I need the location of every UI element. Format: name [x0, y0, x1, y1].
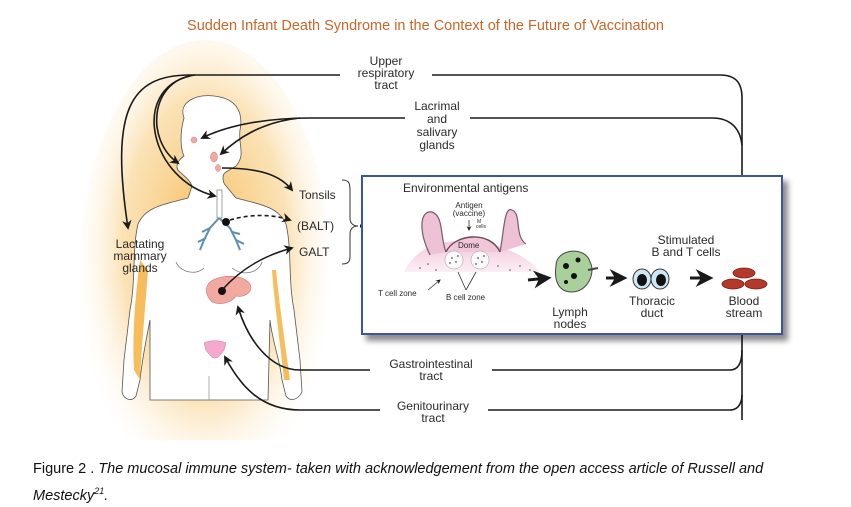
- svg-text:Genitourinary: Genitourinary: [397, 399, 469, 413]
- loop-lacrimal-right: [470, 117, 743, 146]
- svg-text:Thoracic: Thoracic: [629, 294, 675, 308]
- arrow-gu-to-uterus: [224, 355, 380, 411]
- svg-text:Gastrointestinal: Gastrointestinal: [389, 357, 472, 371]
- tonsil: [215, 164, 221, 172]
- loop-gi-right: [492, 349, 743, 371]
- thoracic-duct-label: Thoracic duct: [629, 294, 675, 320]
- svg-text:Stimulated: Stimulated: [658, 233, 715, 247]
- arrow-balt: [229, 213, 292, 223]
- caption-separator: .: [86, 461, 99, 477]
- svg-text:glands: glands: [122, 261, 157, 275]
- galt-node: [218, 287, 226, 295]
- follicle-right: [470, 250, 490, 270]
- svg-text:tract: tract: [374, 78, 398, 92]
- human-body-figure: [121, 95, 303, 401]
- svg-text:salivary: salivary: [417, 125, 458, 139]
- arrow-gi-to-stomach: [235, 305, 370, 371]
- uterus: [203, 340, 227, 359]
- mucosal-tissue: [404, 209, 540, 291]
- svg-text:tract: tract: [419, 369, 443, 383]
- right-side-shade: [272, 270, 290, 380]
- lacrimal-salivary-label: Lacrimal and salivary glands: [414, 99, 459, 152]
- gastrointestinal-label: Gastrointestinal tract: [389, 357, 472, 383]
- lymph-nodes-label: Lymph nodes: [552, 305, 588, 331]
- svg-text:nodes: nodes: [554, 317, 587, 331]
- lymphocytes-icon: [632, 268, 670, 290]
- breast-right: [231, 261, 263, 274]
- dome-arch: [445, 236, 501, 253]
- svg-text:B and T cells: B and T cells: [652, 245, 721, 259]
- stomach: [206, 275, 252, 304]
- svg-text:Antigen: Antigen: [455, 201, 482, 210]
- blood-stream-label: Blood stream: [726, 294, 763, 320]
- inductive-sites-brace: [341, 179, 359, 265]
- arrow-upper-resp-to-lung: [153, 75, 217, 199]
- breast-left: [175, 261, 205, 273]
- svg-text:cells: cells: [476, 224, 487, 230]
- stimulated-cells-label: Stimulated B and T cells: [652, 233, 721, 259]
- upper-respiratory-label: Upper respiratory tract: [358, 54, 415, 92]
- tonsils-label: Tonsils: [299, 188, 336, 202]
- genitourinary-label: Genitourinary tract: [397, 399, 469, 425]
- citation-reference[interactable]: 21: [94, 486, 105, 496]
- follicle-left: [444, 250, 464, 270]
- svg-text:(vaccine): (vaccine): [453, 209, 486, 218]
- arrow-to-lymph: [527, 270, 552, 289]
- svg-text:Lymph: Lymph: [552, 305, 588, 319]
- villus-right: [499, 209, 527, 253]
- figure-label: Figure 2: [33, 461, 87, 477]
- svg-text:Blood: Blood: [729, 294, 760, 308]
- loop-upper-resp-right: [432, 74, 743, 420]
- t-cell-zone-label: T cell zone: [378, 289, 417, 298]
- lacrimal-gland: [190, 136, 198, 144]
- svg-text:M: M: [477, 219, 481, 225]
- arrow-lacrimal-to-eye: [200, 117, 405, 139]
- arrow-tonsil-to-tonsils: [221, 167, 294, 192]
- svg-text:glands: glands: [419, 138, 454, 152]
- caption-text: The mucosal immune system- taken with ac…: [33, 461, 764, 504]
- svg-text:stream: stream: [726, 306, 763, 320]
- antigen-label: Antigen (vaccine): [453, 201, 486, 218]
- lymph-node-icon: [555, 250, 599, 293]
- balt-node: [222, 218, 230, 226]
- svg-text:duct: duct: [641, 306, 664, 320]
- arrow-upper-resp-to-mammary: [120, 74, 340, 230]
- salivary-gland: [210, 151, 218, 163]
- svg-text:mammary: mammary: [113, 249, 166, 263]
- galt-label: GALT: [299, 245, 330, 259]
- caption-end: .: [104, 487, 109, 504]
- left-side-shade: [133, 260, 148, 380]
- svg-text:respiratory: respiratory: [358, 66, 415, 80]
- t-cell-pointer: [427, 279, 441, 291]
- svg-text:Lacrimal: Lacrimal: [414, 99, 459, 113]
- lactating-mammary-label: Lactating mammary glands: [113, 237, 166, 275]
- svg-text:Upper: Upper: [370, 54, 403, 68]
- villus-left: [421, 211, 447, 256]
- dome-label: Dome: [458, 241, 480, 250]
- arrow-lacrimal-to-salivary: [219, 117, 301, 156]
- svg-text:and: and: [427, 112, 447, 126]
- red-blood-cells-icon: [721, 267, 768, 290]
- trachea: [216, 189, 223, 219]
- panel-title: Environmental antigens: [403, 181, 528, 195]
- figure-caption: Figure 2 . The mucosal immune system- ta…: [33, 458, 833, 507]
- m-cells-label: M cells: [476, 219, 487, 230]
- b-cell-pointer: [457, 271, 477, 291]
- b-cell-zone-label: B cell zone: [446, 293, 486, 302]
- svg-text:tract: tract: [421, 411, 445, 425]
- page-title: Sudden Infant Death Syndrome in the Cont…: [187, 18, 664, 34]
- mucosal-immune-system-diagram: Upper respiratory tract Lacrimal and sal…: [80, 40, 783, 440]
- balt-label: (BALT): [297, 219, 334, 233]
- svg-text:Lactating: Lactating: [116, 237, 165, 251]
- homing-arrows: [120, 74, 743, 420]
- arrow-galt: [221, 245, 294, 291]
- loop-gu-right: [488, 394, 743, 411]
- head-outline: [121, 95, 303, 401]
